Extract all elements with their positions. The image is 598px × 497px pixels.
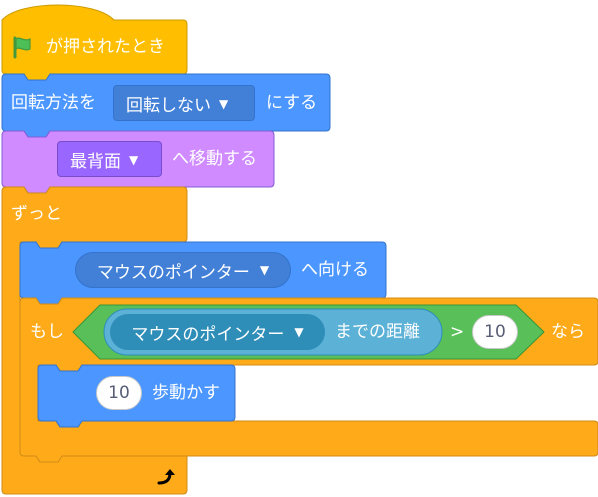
dropdown-arrow-icon: ▼	[129, 153, 139, 167]
loop-arrow-icon	[155, 467, 177, 487]
distance-target-dropdown-value: マウスのポインター	[131, 324, 285, 345]
rotation-style-dropdown[interactable]: 回転しない ▼	[113, 85, 255, 121]
layer-dropdown[interactable]: 最背面 ▼	[57, 141, 162, 177]
point-towards-dropdown[interactable]: マウスのポインター ▼	[75, 252, 291, 288]
dropdown-arrow-icon: ▼	[259, 263, 270, 277]
point-suffix-label: へ向ける	[301, 260, 369, 280]
rotation-suffix-label: にする	[266, 93, 318, 113]
move-suffix-label: 歩動かす	[152, 383, 220, 403]
layer-dropdown-value: 最背面	[70, 151, 121, 172]
rotation-style-dropdown-value: 回転しない	[126, 95, 211, 116]
compare-value-input[interactable]: 10	[472, 315, 518, 349]
rotation-prefix-label: 回転方法を	[11, 93, 96, 113]
forever-label: ずっと	[11, 204, 62, 224]
hat-label: が押されたとき	[46, 37, 165, 57]
green-flag-icon	[10, 35, 36, 59]
dropdown-arrow-icon: ▼	[219, 97, 229, 111]
greater-than-operator: >	[450, 322, 465, 342]
move-steps-input[interactable]: 10	[96, 376, 142, 410]
distance-suffix-label: までの距離	[335, 322, 420, 342]
layer-suffix-label: へ移動する	[172, 149, 257, 169]
if-prefix-label: もし	[30, 322, 64, 342]
if-suffix-label: なら	[551, 322, 585, 342]
point-towards-dropdown-value: マウスのポインター	[96, 262, 250, 283]
dropdown-arrow-icon: ▼	[294, 325, 304, 339]
distance-target-dropdown[interactable]: マウスのポインター ▼	[110, 314, 325, 350]
